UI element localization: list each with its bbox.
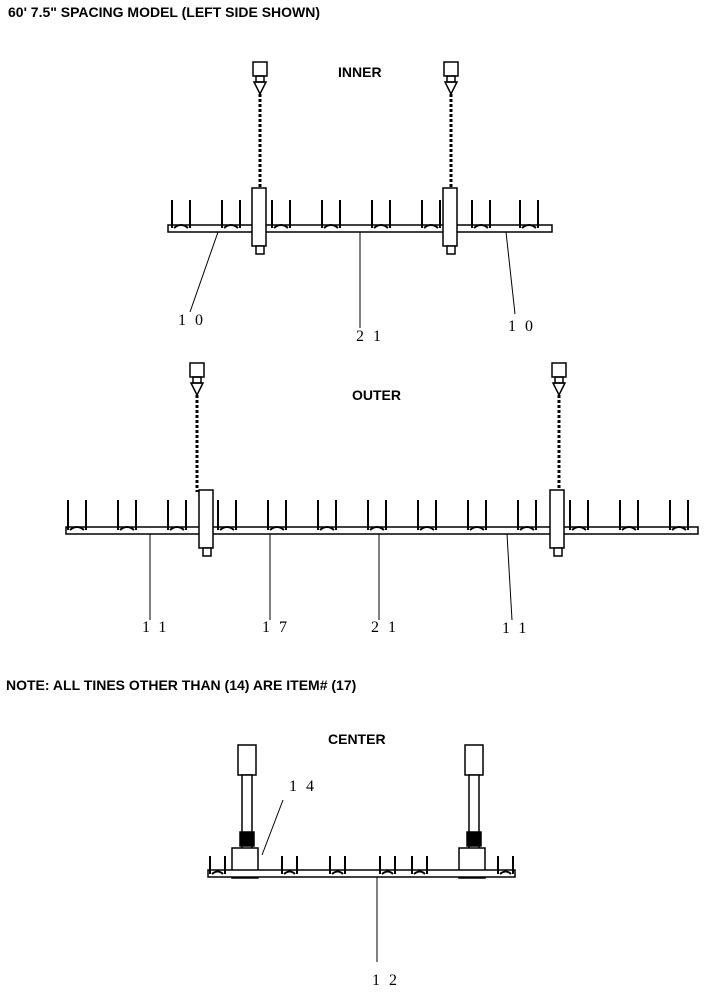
center-hitch-right: [458, 744, 486, 879]
inner-brackets: [251, 187, 458, 255]
outer-harrow-drawing: [65, 362, 699, 621]
inner-chain-left: [252, 61, 268, 190]
note-text: NOTE: ALL TINES OTHER THAN (14) ARE ITEM…: [6, 677, 357, 693]
section-label-outer: OUTER: [352, 387, 401, 403]
center-hitch-left: [231, 744, 259, 879]
callout-inner-21: 21: [356, 328, 390, 345]
outer-chain-left: [189, 362, 205, 492]
callout-outer-11-right: 11: [502, 620, 536, 637]
inner-tines: [171, 200, 539, 229]
section-label-center: CENTER: [328, 731, 386, 747]
callout-inner-10-left: 10: [178, 312, 212, 329]
callout-outer-17: 17: [262, 619, 296, 636]
section-label-inner: INNER: [338, 64, 382, 80]
outer-bar: [65, 526, 699, 535]
outer-brackets: [198, 489, 565, 557]
callout-outer-21: 21: [371, 619, 405, 636]
center-tines: [209, 856, 514, 875]
center-bar: [207, 869, 516, 878]
outer-leaders: [149, 533, 513, 621]
callout-inner-10-right: 10: [508, 318, 542, 335]
center-leaders: [261, 799, 378, 962]
callout-center-12: 12: [372, 972, 406, 989]
outer-tines: [67, 500, 689, 531]
outer-chain-right: [551, 362, 567, 492]
inner-leaders: [189, 231, 516, 328]
callout-outer-11-left: 11: [142, 619, 176, 636]
inner-chain-right: [443, 61, 459, 190]
callout-center-14: 14: [289, 778, 323, 795]
inner-harrow-drawing: [167, 61, 553, 328]
page-title: 60' 7.5" SPACING MODEL (LEFT SIDE SHOWN): [8, 4, 321, 20]
